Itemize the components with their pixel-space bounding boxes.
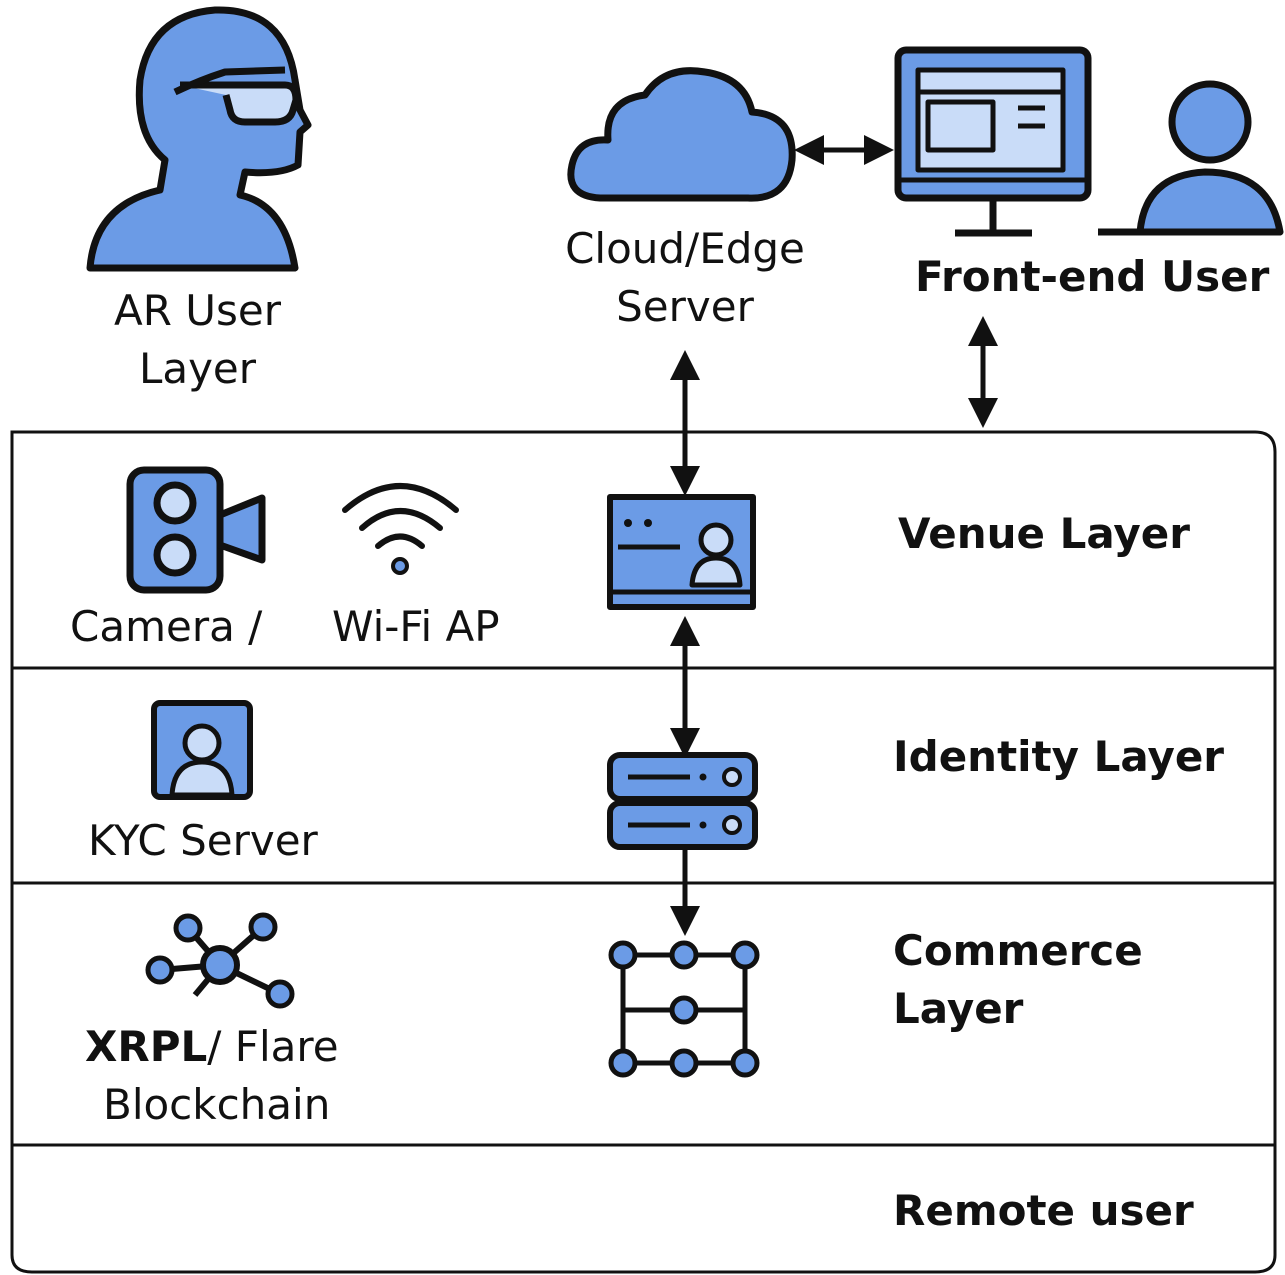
camera-label: Camera / bbox=[70, 602, 263, 651]
frontend-user-label: Front-end User bbox=[915, 252, 1270, 301]
wifi-label: Wi-Fi AP bbox=[332, 602, 500, 651]
commerce-layer-title-line2: Layer bbox=[893, 984, 1024, 1033]
wifi-icon bbox=[342, 483, 459, 575]
cloud-server-label: Cloud/Edge Server bbox=[535, 220, 835, 336]
cloud-server-label-line1: Cloud/Edge bbox=[565, 224, 805, 273]
id-badge-icon bbox=[151, 700, 253, 800]
ar-user-label-line1: AR User bbox=[114, 286, 281, 335]
identity-layer-title: Identity Layer bbox=[893, 732, 1225, 781]
ar-user-label: AR User Layer bbox=[80, 282, 315, 398]
layer-container bbox=[10, 430, 1277, 1274]
user-icon bbox=[1098, 80, 1284, 236]
commerce-layer-title: Commerce Layer bbox=[893, 922, 1143, 1038]
cloud-icon bbox=[567, 67, 796, 202]
ar-user-label-line2: Layer bbox=[138, 344, 257, 393]
blockchain-label-rest: / Flare bbox=[207, 1022, 339, 1071]
venue-layer-title: Venue Layer bbox=[898, 509, 1190, 558]
network-nodes-icon bbox=[145, 912, 295, 1009]
kyc-server-label: KYC Server bbox=[88, 816, 318, 865]
remote-user-title: Remote user bbox=[893, 1186, 1194, 1235]
camera-icon bbox=[126, 466, 266, 594]
blockchain-label: XRPL/ Flare Blockchain bbox=[85, 1018, 339, 1134]
server-rack-icon bbox=[607, 752, 758, 850]
ar-glasses-user-icon bbox=[86, 6, 312, 272]
blockchain-grid-icon bbox=[608, 940, 760, 1078]
blockchain-label-bold: XRPL bbox=[85, 1022, 208, 1071]
cloud-server-label-line2: Server bbox=[616, 282, 754, 331]
commerce-layer-title-line1: Commerce bbox=[893, 926, 1143, 975]
dashboard-user-icon bbox=[607, 494, 756, 610]
monitor-icon bbox=[894, 46, 1092, 237]
blockchain-label-line2: Blockchain bbox=[103, 1080, 331, 1129]
blockchain-label-line1: XRPL/ Flare bbox=[85, 1018, 339, 1076]
